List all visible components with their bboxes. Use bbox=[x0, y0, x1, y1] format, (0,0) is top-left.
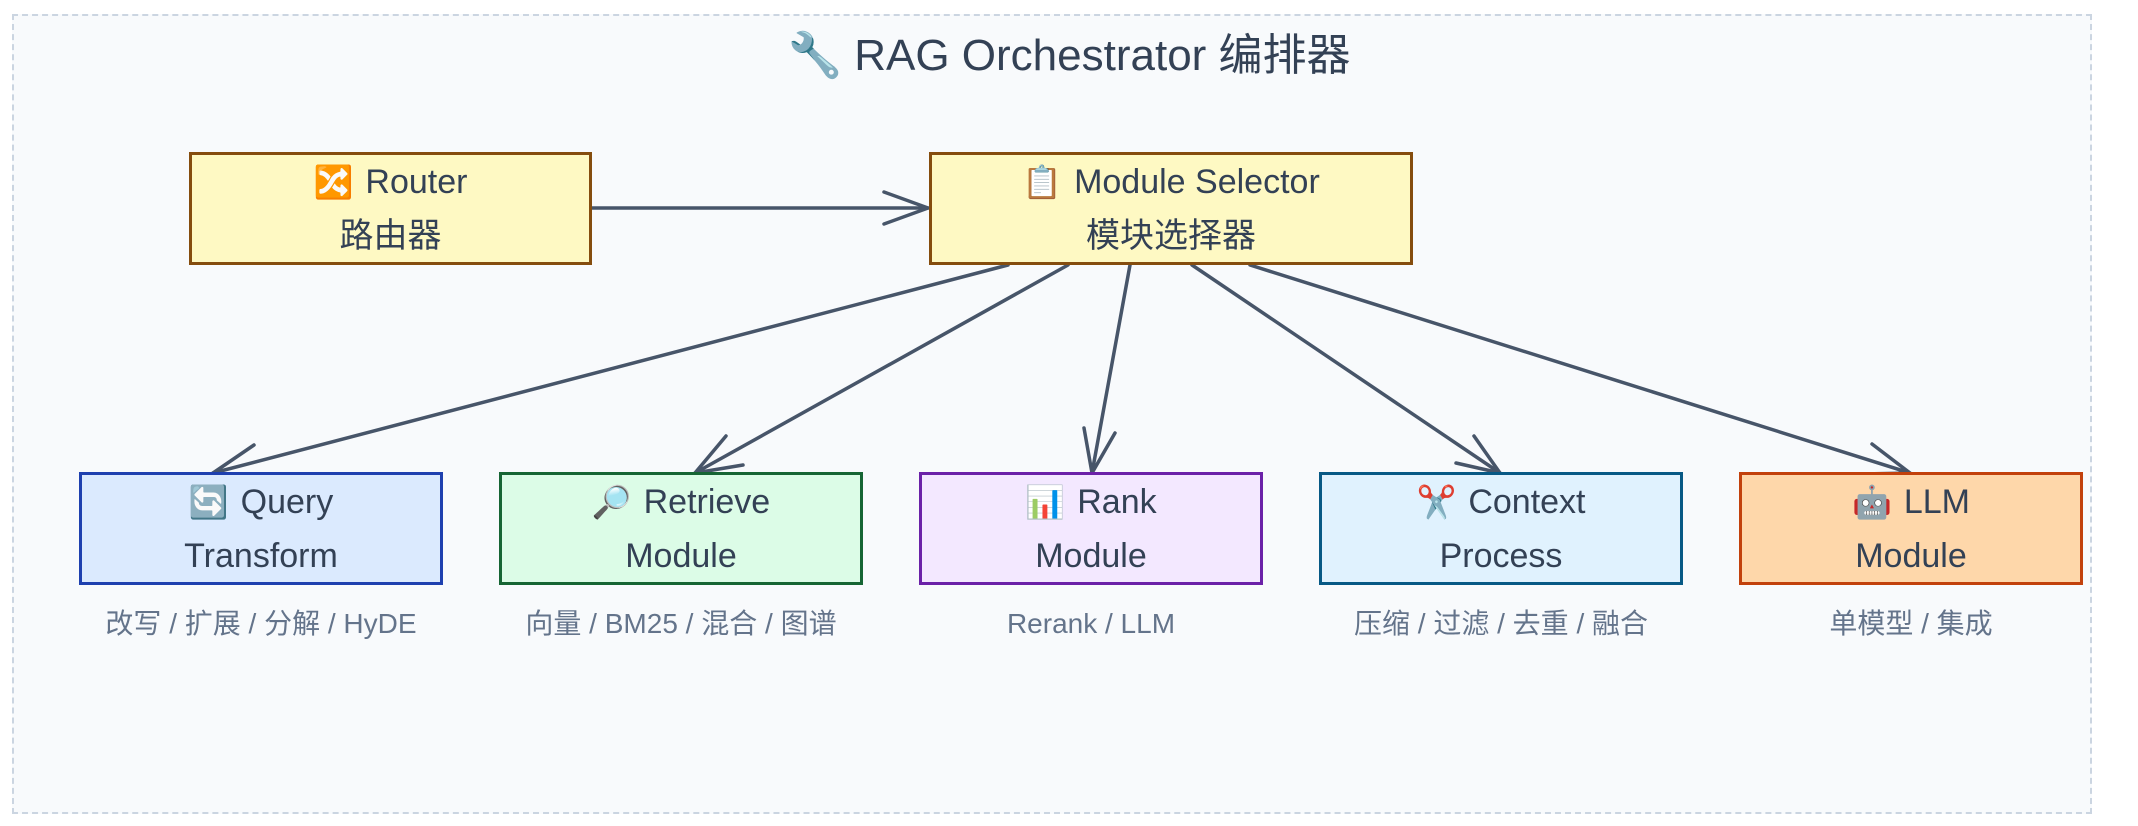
module-selector-sublabel: 模块选择器 bbox=[1086, 216, 1256, 255]
query-transform-label: Query bbox=[240, 482, 334, 521]
edge-selector-retrieve bbox=[693, 263, 1070, 475]
edge-selector-query bbox=[211, 263, 1010, 478]
module-selector-node: 📋 Module Selector 模块选择器 bbox=[929, 152, 1413, 265]
query-transform-caption: 改写 / 扩展 / 分解 / HyDE bbox=[105, 608, 417, 639]
context-process-caption: 压缩 / 过滤 / 去重 / 融合 bbox=[1353, 608, 1648, 639]
bar-chart-icon: 📊 bbox=[1025, 483, 1066, 520]
context-process-label: Context bbox=[1468, 482, 1586, 521]
context-process-sublabel: Process bbox=[1439, 536, 1563, 575]
llm-module-label: LLM bbox=[1903, 482, 1970, 521]
refresh-icon: 🔄 bbox=[188, 483, 229, 520]
wrench-icon: 🔧 bbox=[787, 31, 843, 80]
clipboard-icon: 📋 bbox=[1022, 163, 1063, 200]
query-transform-node: 🔄 Query Transform bbox=[79, 472, 443, 585]
query-transform-sublabel: Transform bbox=[184, 536, 338, 575]
llm-module-sublabel: Module bbox=[1855, 536, 1967, 575]
rank-module-node: 📊 Rank Module bbox=[919, 472, 1263, 585]
edge-router-selector bbox=[590, 190, 930, 226]
rank-module-caption: Rerank / LLM bbox=[1006, 608, 1176, 639]
retrieve-module-node: 🔎 Retrieve Module bbox=[499, 472, 863, 585]
router-node: 🔀 Router 路由器 bbox=[189, 152, 592, 265]
rank-module-sublabel: Module bbox=[1035, 536, 1147, 575]
robot-icon: 🤖 bbox=[1852, 483, 1892, 520]
llm-module-caption: 单模型 / 集成 bbox=[1829, 608, 1993, 639]
module-selector-label: Module Selector bbox=[1074, 162, 1320, 201]
diagram-title: 🔧RAG Orchestrator 编排器 bbox=[0, 28, 2138, 84]
router-label: Router bbox=[365, 162, 468, 201]
llm-module-node: 🤖 LLM Module bbox=[1739, 472, 2083, 585]
rank-module-label: Rank bbox=[1077, 482, 1157, 521]
router-sublabel: 路由器 bbox=[339, 216, 442, 255]
edge-selector-rank bbox=[1082, 263, 1132, 475]
scissors-icon: ✂️ bbox=[1416, 483, 1457, 520]
retrieve-module-label: Retrieve bbox=[643, 482, 771, 521]
diagram-frame bbox=[12, 14, 2092, 814]
retrieve-module-caption: 向量 / BM25 / 混合 / 图谱 bbox=[525, 608, 837, 639]
magnifier-icon: 🔎 bbox=[591, 483, 632, 520]
diagram-title-text: RAG Orchestrator 编排器 bbox=[854, 31, 1351, 80]
retrieve-module-sublabel: Module bbox=[625, 536, 737, 575]
shuffle-icon: 🔀 bbox=[313, 163, 354, 200]
context-process-node: ✂️ Context Process bbox=[1319, 472, 1683, 585]
